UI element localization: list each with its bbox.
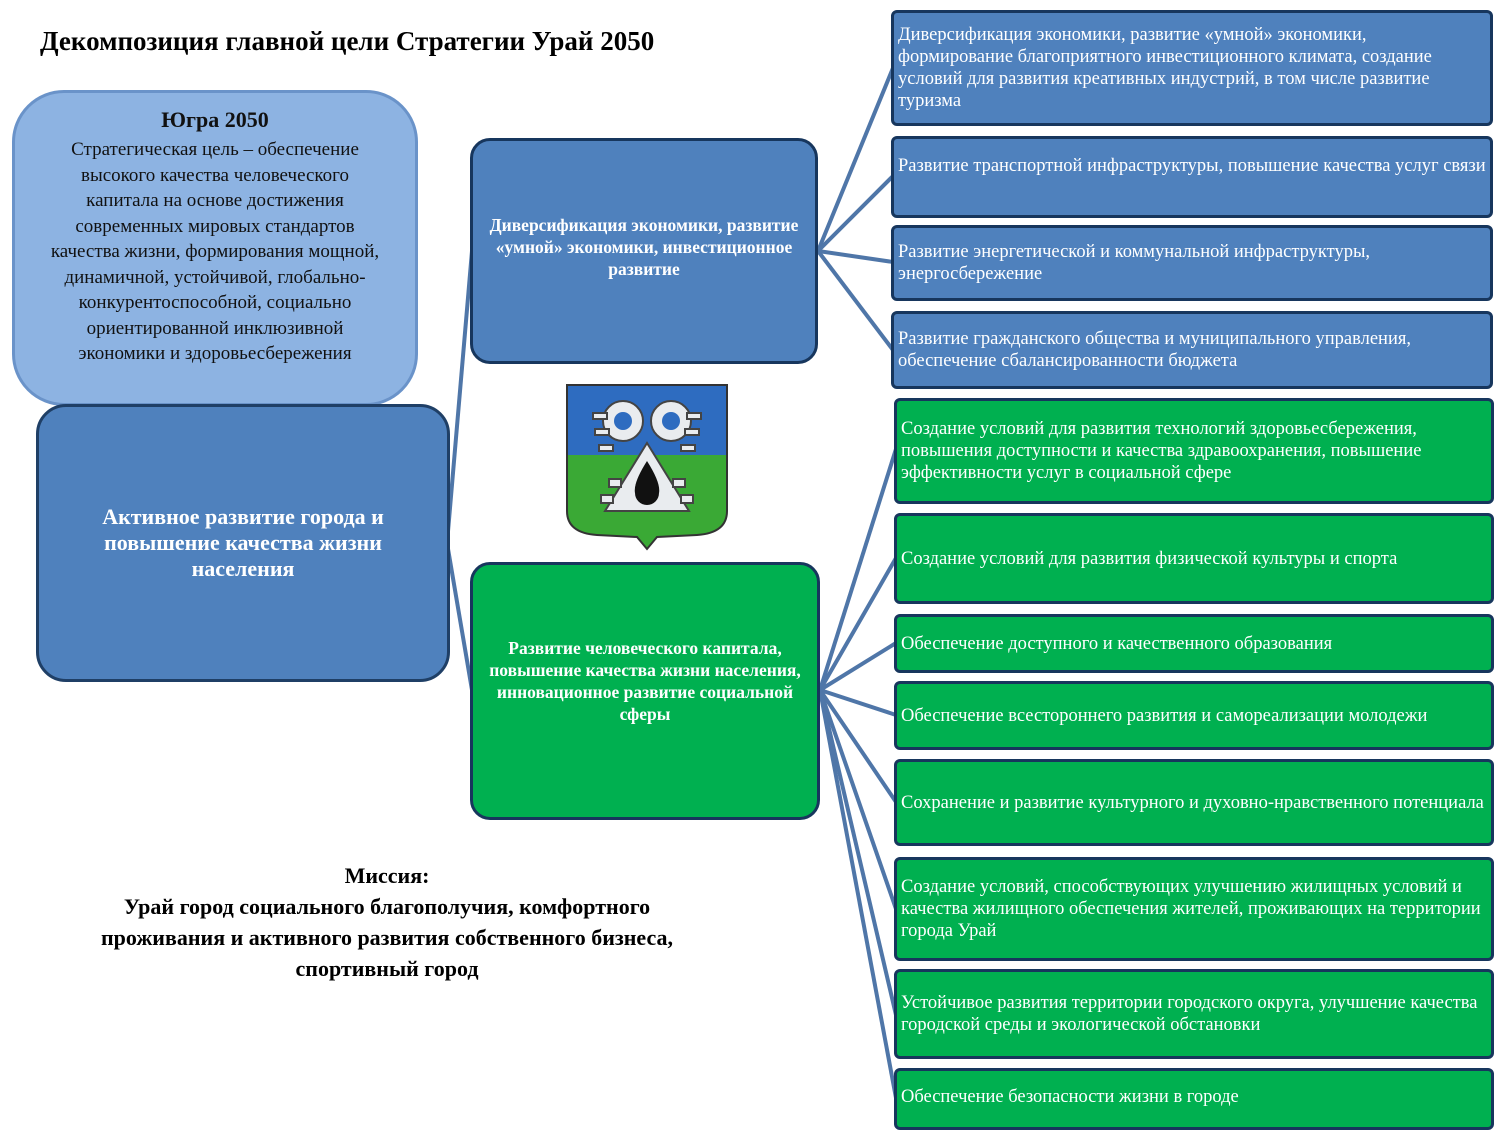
main-goal-box: Активное развитие города и повышение кач…	[36, 404, 450, 682]
economy-item-label: Диверсификация экономики, развитие «умно…	[898, 25, 1432, 111]
human-item-label: Обеспечение доступного и качественного о…	[901, 633, 1333, 654]
human-item-label: Создание условий для развития физической…	[901, 548, 1398, 569]
human-item-4: Обеспечение всестороннего развития и сам…	[894, 681, 1494, 750]
main-goal-label: Активное развитие города и повышение кач…	[102, 504, 384, 581]
human-item-label: Обеспечение всестороннего развития и сам…	[901, 705, 1428, 726]
yugra-heading: Югра 2050	[161, 107, 269, 132]
page-title: Декомпозиция главной цели Стратегии Урай…	[40, 26, 655, 56]
urai-coat-of-arms-icon	[566, 384, 728, 551]
mission-heading: Миссия:	[344, 863, 430, 888]
economy-item-4: Развитие гражданского общества и муницип…	[891, 311, 1493, 389]
human-item-3: Обеспечение доступного и качественного о…	[894, 614, 1494, 673]
economy-item-label: Развитие транспортной инфраструктуры, по…	[898, 156, 1486, 176]
economy-item-3: Развитие энергетической и коммунальной и…	[891, 225, 1493, 301]
economy-branch-label: Диверсификация экономики, развитие «умно…	[489, 215, 799, 279]
mission-text: Урай город социального благополучия, ком…	[100, 894, 673, 981]
human-item-label: Создание условий для развития технологий…	[901, 419, 1422, 483]
human-item-label: Устойчивое развития территории городског…	[901, 993, 1478, 1035]
human-capital-branch-label: Развитие человеческого капитала, повышен…	[489, 638, 801, 724]
human-item-2: Создание условий для развития физической…	[894, 513, 1494, 604]
human-item-7: Устойчивое развития территории городског…	[894, 969, 1494, 1059]
economy-item-2: Развитие транспортной инфраструктуры, по…	[891, 136, 1493, 218]
human-capital-branch-box: Развитие человеческого капитала, повышен…	[470, 562, 820, 820]
economy-item-label: Развитие энергетической и коммунальной и…	[898, 242, 1371, 284]
human-item-label: Сохранение и развитие культурного и духо…	[901, 792, 1484, 813]
human-item-5: Сохранение и развитие культурного и духо…	[894, 759, 1494, 846]
human-item-1: Создание условий для развития технологий…	[894, 398, 1494, 504]
mission-block: Миссия: Урай город социального благополу…	[60, 860, 714, 984]
human-item-8: Обеспечение безопасности жизни в городе	[894, 1068, 1494, 1130]
yugra-text: Стратегическая цель – обеспечение высоко…	[50, 139, 380, 364]
human-item-label: Обеспечение безопасности жизни в городе	[901, 1087, 1239, 1107]
economy-item-label: Развитие гражданского общества и муницип…	[898, 329, 1411, 371]
economy-branch-box: Диверсификация экономики, развитие «умно…	[470, 138, 818, 364]
yugra-2050-box: Югра 2050 Стратегическая цель – обеспече…	[12, 90, 418, 406]
human-item-6: Создание условий, способствующих улучшен…	[894, 857, 1494, 961]
economy-item-1: Диверсификация экономики, развитие «умно…	[891, 10, 1493, 126]
human-item-label: Создание условий, способствующих улучшен…	[901, 877, 1481, 941]
